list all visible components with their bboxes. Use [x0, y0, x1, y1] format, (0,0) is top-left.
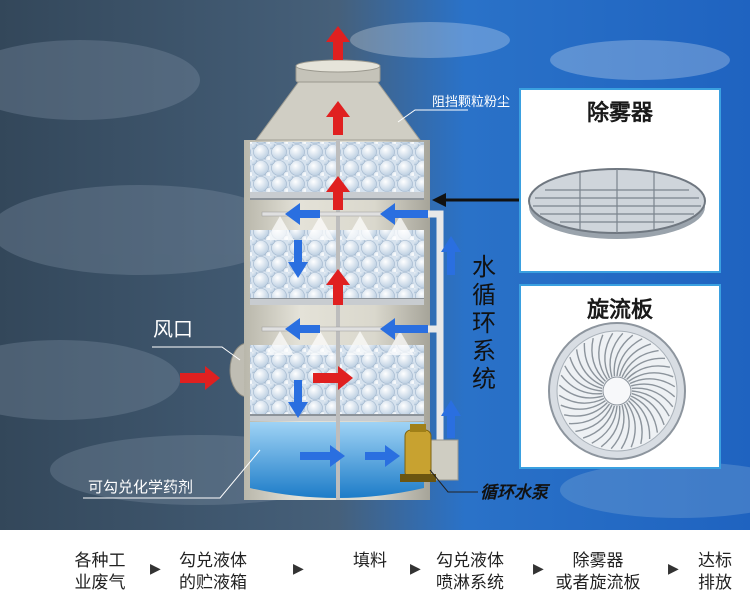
chevron-right-icon: ▶ [410, 561, 421, 577]
water-cycle-char: 系 [472, 337, 496, 365]
water-cycle-char: 水 [472, 253, 496, 281]
scrubber-illustration [0, 0, 750, 530]
pointer-arrow [432, 193, 520, 207]
swirl-vane [609, 332, 624, 378]
step-line: 勾兑液体 [179, 551, 247, 571]
swirl-vane [558, 394, 605, 404]
demister-title: 除雾器 [586, 100, 653, 126]
swirl-vane [616, 338, 643, 377]
step-line: 排放 [698, 573, 732, 593]
swirl-vane [610, 404, 625, 450]
step-line: 或者旋流板 [555, 573, 641, 593]
chevron-right-icon: ▶ [150, 561, 161, 577]
chevron-right-icon: ▶ [293, 561, 304, 577]
swirl-vane [563, 402, 608, 417]
swirl-vane [564, 365, 603, 392]
water-cycle-char: 循 [472, 281, 496, 309]
step-line: 达标 [698, 551, 732, 571]
swirl-vane [591, 337, 606, 382]
particle-block-label: 阻挡颗粒粉尘 [432, 95, 511, 110]
label-leaders [83, 109, 478, 499]
swirl-vane [560, 400, 606, 410]
swirl-vane [626, 402, 636, 448]
swirl-vane [626, 365, 671, 380]
process-step: 填料 [340, 550, 400, 572]
swirl-vane [600, 405, 621, 448]
step-line: 业废气 [74, 573, 126, 593]
swirl-vane [598, 334, 608, 380]
swirl-vane [630, 383, 676, 398]
swirl-vane [591, 405, 618, 444]
step-line: 除雾器 [572, 551, 624, 571]
process-step: 除雾器 或者旋流板 [546, 550, 650, 594]
swirl-vane [575, 404, 613, 433]
swirl-vane [629, 378, 676, 388]
swirl-vane [618, 343, 652, 377]
step-line: 勾兑液体 [436, 551, 504, 571]
swirl-vane [569, 356, 603, 390]
swirl-vane [629, 397, 651, 440]
step-line: 喷淋系统 [436, 573, 504, 593]
swirl-vane [623, 357, 666, 379]
swirl-vane [631, 387, 674, 408]
water-cycle-label: 水 循 环 系 统 [470, 253, 498, 393]
step-line: 填料 [353, 551, 387, 571]
swirl-vane [583, 342, 605, 385]
swirl-vane [621, 349, 659, 378]
step-line: 的贮液箱 [179, 573, 247, 593]
water-cycle-char: 环 [472, 309, 496, 337]
water-flow-arrows [285, 203, 461, 467]
exhaust-flow-arrows [180, 26, 353, 390]
chemical-label: 可勾兑化学药剂 [88, 478, 194, 496]
swirl-vane [630, 395, 659, 433]
swirl-vane [604, 332, 614, 379]
process-step: 勾兑液体 喷淋系统 [425, 550, 515, 594]
step-line: 各种工 [74, 551, 126, 571]
swirl-vane [628, 400, 643, 445]
swirl-vane [620, 403, 630, 450]
swirl-vane [631, 390, 670, 417]
process-step: 达标 排放 [690, 550, 740, 594]
swirl-vane [613, 334, 634, 377]
swirl-vane [558, 384, 604, 399]
water-cycle-char: 统 [472, 365, 496, 393]
chevron-right-icon: ▶ [668, 561, 679, 577]
swirl-vane [575, 349, 604, 387]
swirl-vane [631, 392, 665, 426]
process-flow: 各种工 业废气 ▶ 勾兑液体 的贮液箱 ▶ 填料 ▶ 勾兑液体 喷淋系统 ▶ 除… [0, 530, 750, 611]
process-step: 各种工 业废气 [60, 550, 140, 594]
swirl-plate-card [519, 284, 721, 469]
chevron-right-icon: ▶ [533, 561, 544, 577]
swirl-plate-title: 旋流板 [586, 297, 653, 323]
water-pump [400, 424, 436, 482]
demister-card [519, 88, 721, 273]
swirl-vane [560, 374, 603, 395]
swirl-vane [628, 372, 674, 382]
swirl-vane [568, 403, 611, 425]
air-inlet-label: 风口 [153, 317, 193, 341]
swirl-vane [582, 405, 616, 439]
pump-label: 循环水泵 [480, 483, 548, 503]
process-step: 勾兑液体 的贮液箱 [168, 550, 258, 594]
